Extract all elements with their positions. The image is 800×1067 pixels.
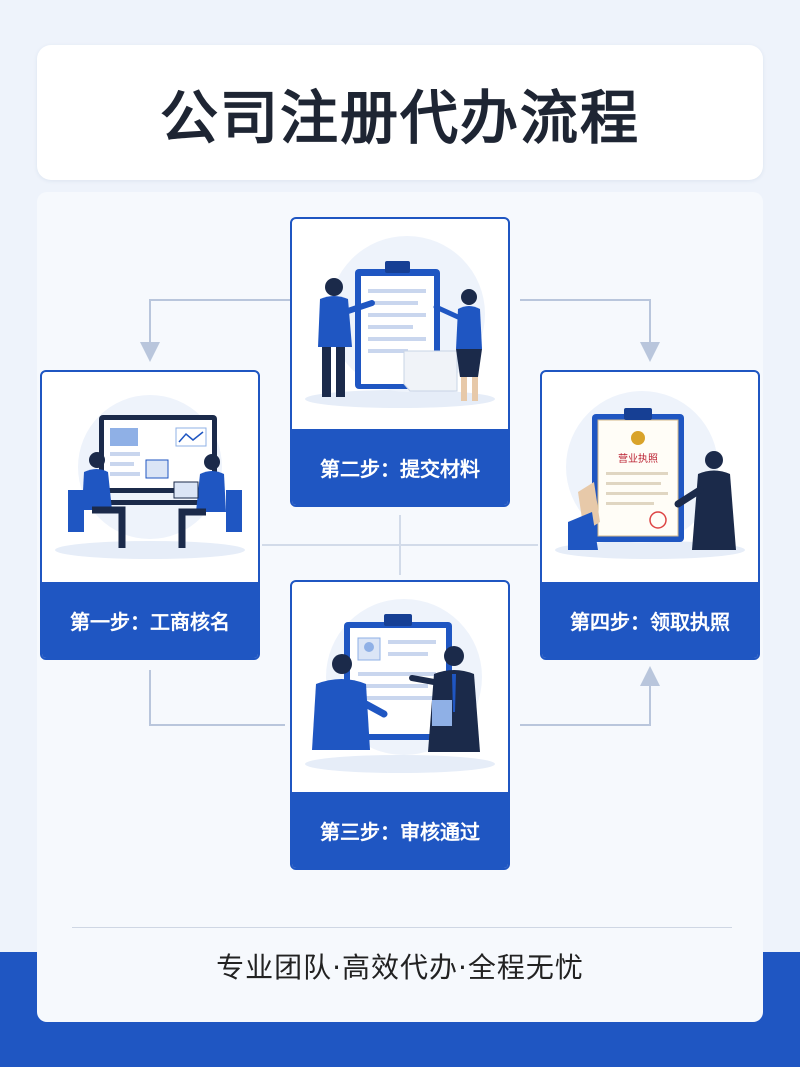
step-label-4: 第四步：领取执照 [570,610,730,634]
step-label-bar: 第一步：工商核名 [42,582,258,658]
meeting-at-computer-illustration [55,395,245,559]
page-title: 公司注册代办流程 [159,84,640,152]
step-label-bar: 第二步：提交材料 [292,429,508,505]
business-license-illustration: 营业执照 [555,391,745,559]
connector-center-cross [262,515,538,575]
step-label-bar: 第四步：领取执照 [542,582,758,658]
step-card-2: 第二步：提交材料 [290,217,510,507]
footer-slogan: 专业团队·高效代办·全程无忧 [216,951,584,984]
step-card-3: 第三步：审核通过 [290,580,510,870]
license-heading: 营业执照 [618,452,658,465]
connector-step1-to-step3 [149,670,285,726]
footer-divider [72,927,732,928]
step-label-1: 第一步：工商核名 [70,610,230,634]
step-card-4: 营业执照 第四步：领取执照 [540,370,760,660]
step-label-bar: 第三步：审核通过 [292,792,508,868]
title-card: 公司注册代办流程 [37,45,763,180]
connector-step3-to-step4 [520,666,660,726]
step-label-3: 第三步：审核通过 [320,820,480,844]
connector-step1-to-step2 [140,299,290,362]
presenting-documents-illustration [305,236,495,408]
step-label-2: 第二步：提交材料 [320,457,480,481]
reviewing-documents-illustration [305,599,495,773]
step-card-1: 第一步：工商核名 [40,370,260,660]
connector-step2-to-step4 [520,299,660,362]
